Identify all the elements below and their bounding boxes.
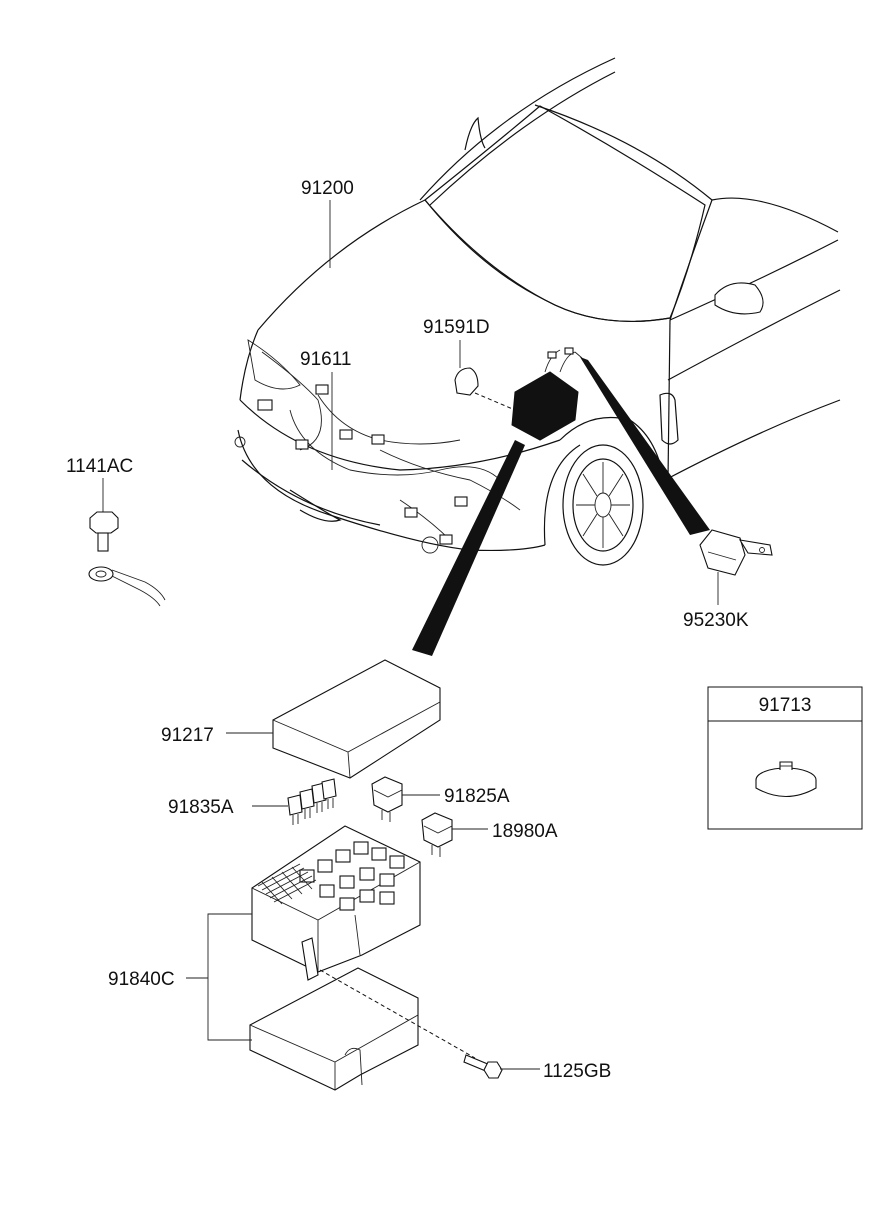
inset-91713 [707, 686, 863, 830]
junction-box-on-car [511, 347, 583, 441]
car-illustration [234, 57, 841, 566]
label-91825a: 91825A [444, 786, 510, 807]
relay-95230k [699, 529, 773, 605]
leader-lines [329, 200, 333, 470]
pointer-bands [412, 357, 710, 656]
label-91835a: 91835A [168, 797, 234, 818]
label-91591d: 91591D [423, 317, 490, 338]
fuse-18980a [421, 812, 488, 857]
label-1141ac: 1141AC [66, 456, 133, 477]
grommet-icon [755, 761, 817, 797]
label-91200: 91200 [301, 178, 354, 199]
label-95230k: 95230K [683, 610, 749, 631]
label-91611: 91611 [300, 349, 351, 370]
fuse-91825a [371, 776, 440, 822]
label-91840c: 91840C [108, 969, 175, 990]
cover-91217 [226, 659, 441, 779]
fuses-91835a [252, 778, 337, 825]
bolt-1125gb [463, 1054, 540, 1079]
label-1125gb: 1125GB [543, 1061, 611, 1082]
junction-box-91840c [186, 825, 476, 1091]
label-91217: 91217 [161, 725, 214, 746]
label-18980a: 18980A [492, 821, 558, 842]
clip-91591d [454, 340, 516, 411]
bolt-1141ac [88, 478, 166, 607]
inset-title: 91713 [759, 695, 812, 716]
